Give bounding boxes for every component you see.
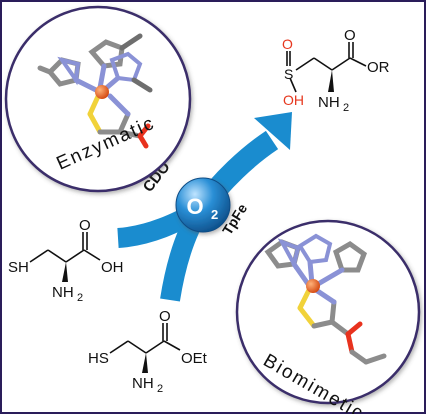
cysteine-nh2-subscript: 2: [77, 292, 83, 304]
cysteine-oh: OH: [101, 259, 124, 276]
product-oh: OH: [283, 92, 304, 108]
o2-sphere: [175, 177, 231, 233]
product-nh2-subscript: 2: [343, 102, 349, 114]
cysteine-carbonyl-oxygen: O: [79, 217, 91, 234]
product-nh2: NH: [318, 94, 340, 111]
product-or: OR: [367, 59, 390, 76]
cys-ester-nh2-subscript: 2: [157, 383, 163, 395]
oxidant-subscript: 2: [211, 207, 218, 222]
iron-atom-biomimetic: [306, 279, 320, 293]
product-structure: [286, 42, 367, 93]
enzyme-active-site-model: [37, 33, 153, 149]
cys-ester-hs: HS: [88, 350, 109, 367]
cys-ester-carbonyl-oxygen: O: [159, 308, 171, 325]
product-carbonyl-oxygen: O: [344, 27, 356, 44]
cys-ester-structure: [109, 323, 181, 373]
enzymatic-panel: Enzymatic: [4, 5, 192, 193]
cysteine-sh: SH: [8, 259, 29, 276]
biomimetic-panel: Biomimetic: [235, 219, 421, 414]
cys-ester-nh2: NH: [132, 375, 154, 392]
cys-ester-oet: OEt: [181, 350, 208, 367]
cysteine-structure: [29, 232, 101, 282]
iron-atom-enzymatic: [95, 85, 109, 99]
product-sulfinyl-oxygen: O: [282, 36, 293, 52]
oxidant-label: O: [186, 194, 203, 219]
cysteine-nh2: NH: [52, 284, 74, 301]
product-sulfur: S: [284, 66, 293, 82]
arrow-head: [254, 112, 292, 150]
biomimetic-complex-model: [264, 233, 387, 365]
